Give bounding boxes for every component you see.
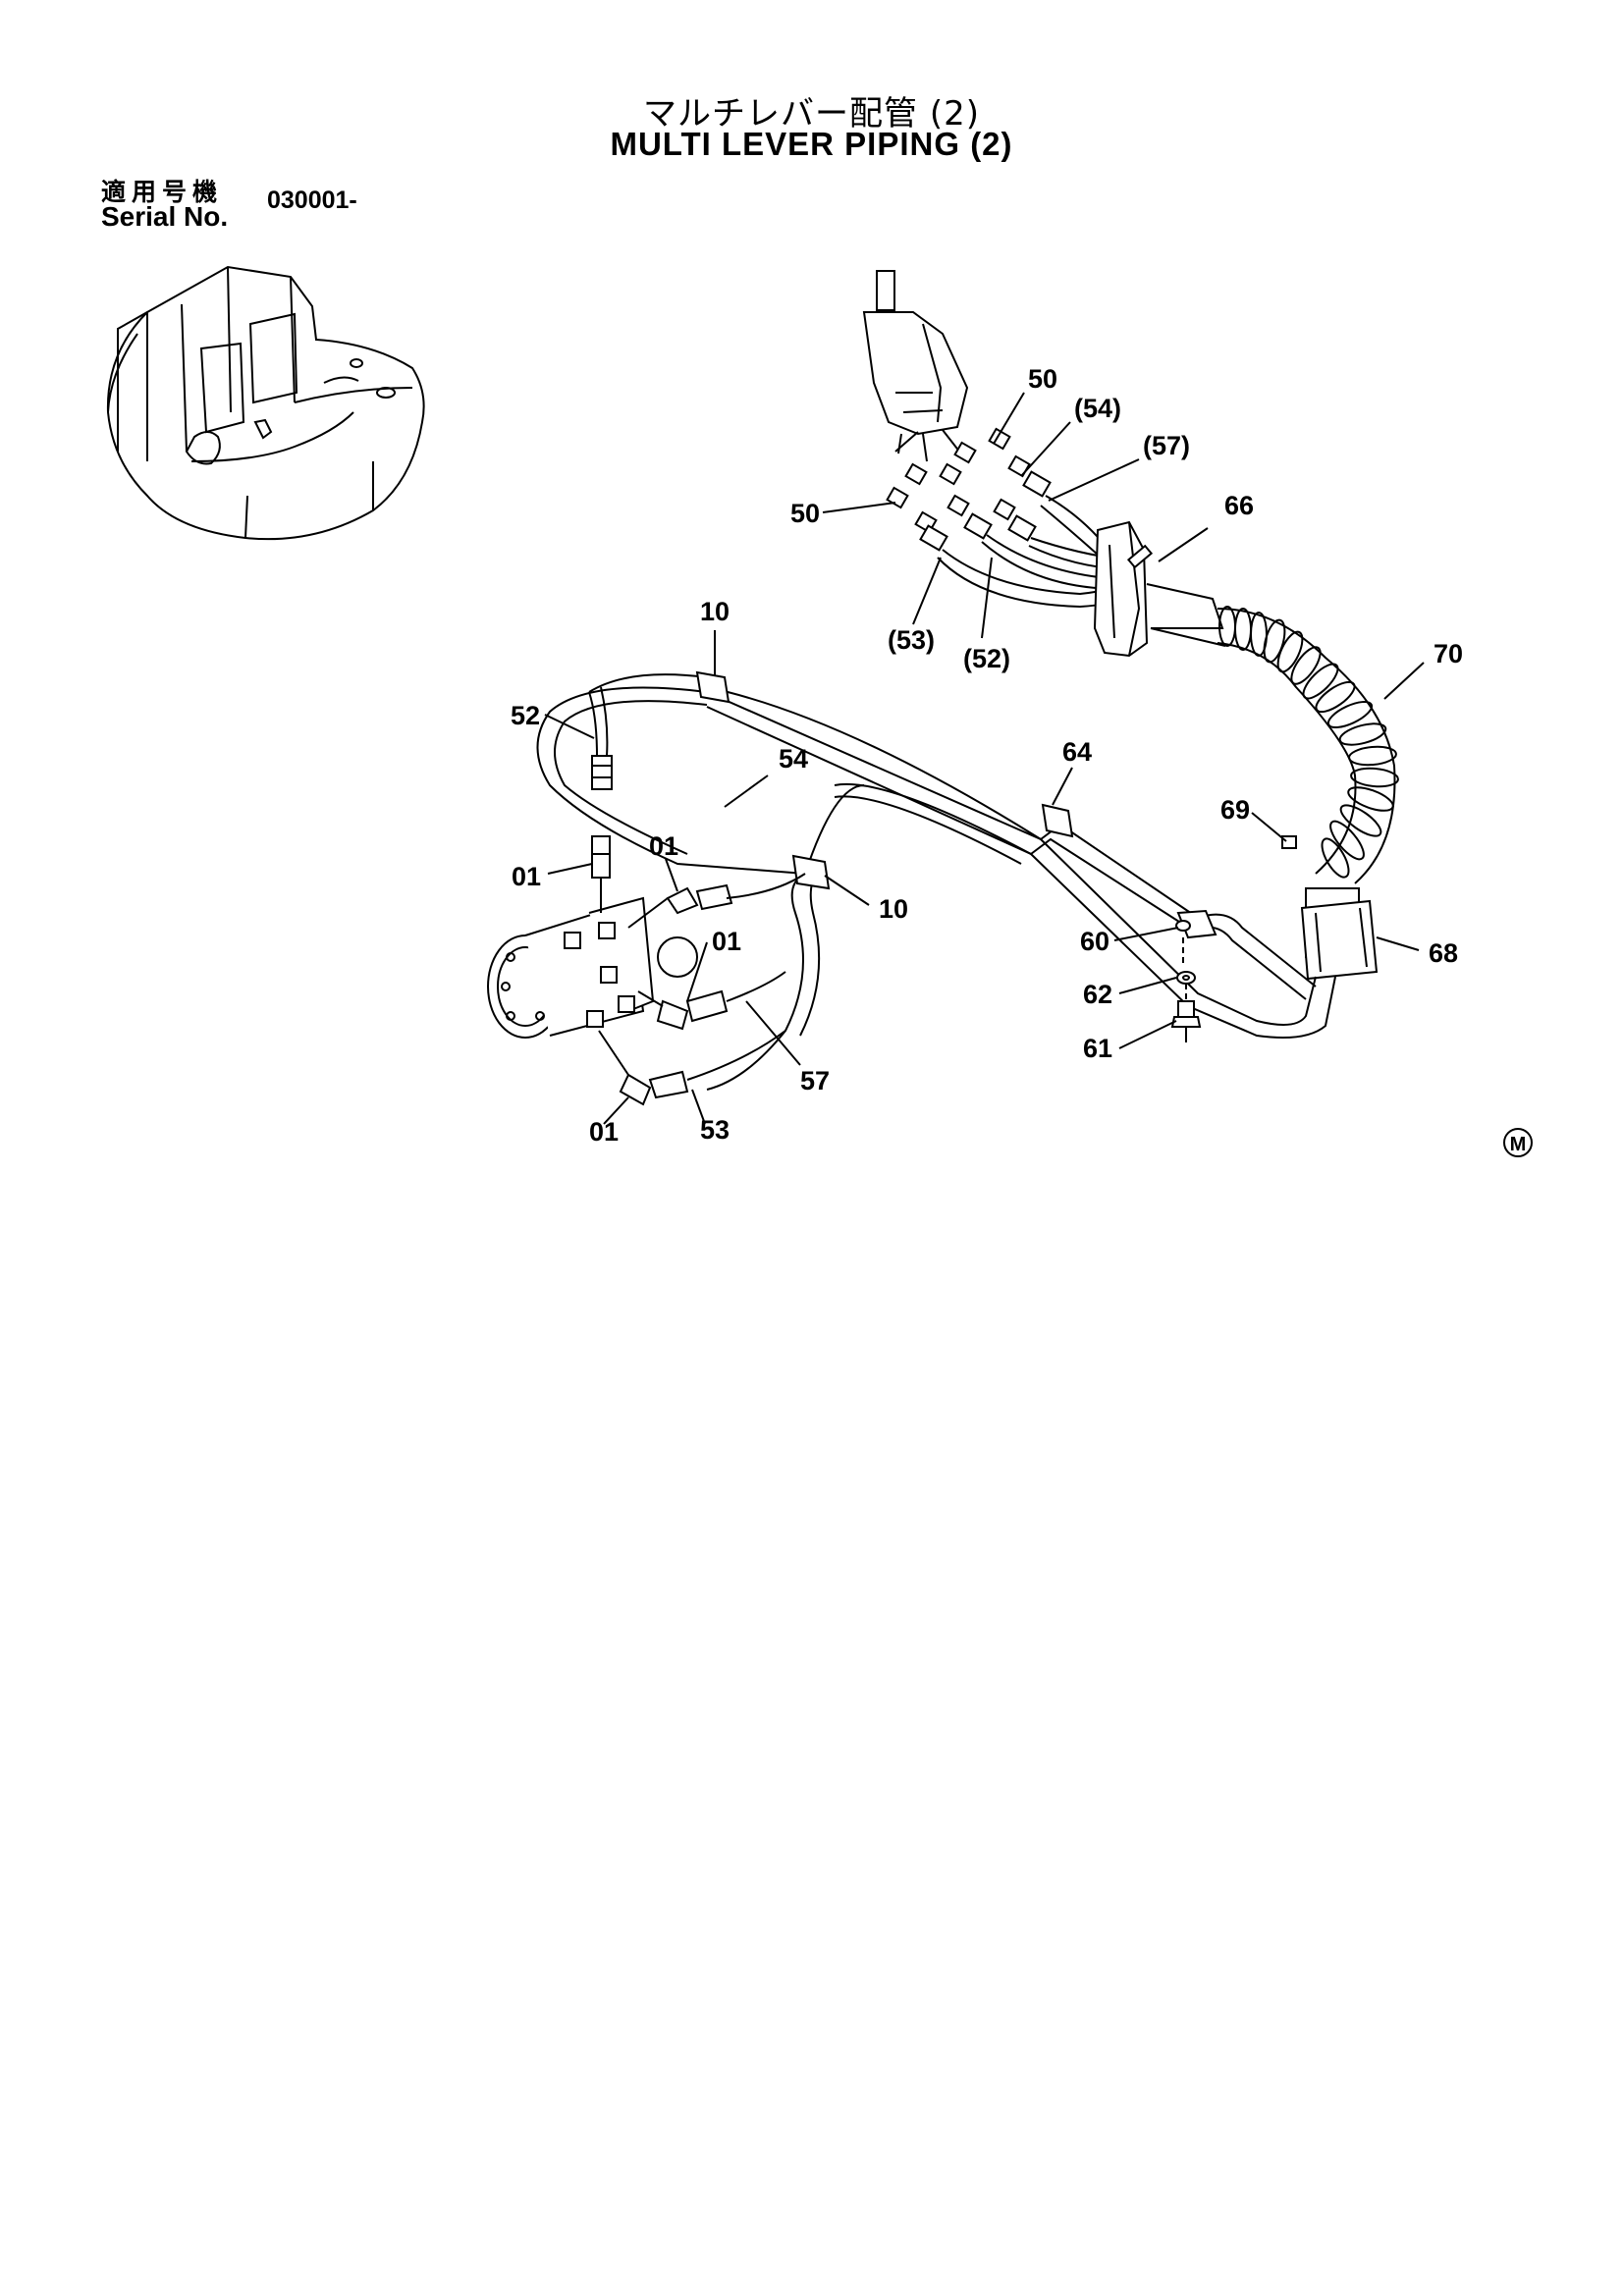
callout-01: 01 bbox=[712, 927, 741, 956]
callout-53: (53) bbox=[888, 625, 935, 655]
callout-54: 54 bbox=[779, 744, 808, 774]
elbow-fittings bbox=[591, 835, 806, 1106]
leader-lines bbox=[544, 392, 1425, 1125]
excavator-locator-thumbnail bbox=[106, 265, 425, 541]
callout-50: 50 bbox=[1028, 364, 1057, 394]
callout-68: 68 bbox=[1429, 938, 1458, 968]
hose-52 bbox=[588, 686, 613, 790]
callout-52: 52 bbox=[511, 701, 540, 730]
callout-10: 10 bbox=[879, 894, 908, 924]
clamps bbox=[695, 670, 1217, 939]
callout-61: 61 bbox=[1083, 1034, 1112, 1063]
serial-number: 030001- bbox=[267, 187, 357, 214]
svg-text:M: M bbox=[1510, 1134, 1527, 1155]
callout-53: 53 bbox=[700, 1115, 730, 1145]
callout-60: 60 bbox=[1080, 927, 1109, 956]
serial-label-japanese: 適用号機 bbox=[101, 178, 224, 206]
callout-labels: 50 (54) (57) 50 66 10 (53) (52) 70 52 54… bbox=[511, 364, 1463, 1147]
callout-52: (52) bbox=[963, 644, 1010, 673]
callout-57: (57) bbox=[1143, 431, 1190, 460]
callout-70: 70 bbox=[1434, 639, 1463, 668]
title-english: MULTI LEVER PIPING (2) bbox=[610, 126, 1013, 162]
callout-01: 01 bbox=[589, 1117, 619, 1147]
callout-64: 64 bbox=[1062, 737, 1092, 767]
callout-01: 01 bbox=[649, 831, 678, 861]
callout-01: 01 bbox=[512, 862, 541, 891]
callout-54: (54) bbox=[1074, 394, 1121, 423]
callout-57: 57 bbox=[800, 1066, 830, 1095]
bolt-washer bbox=[1170, 920, 1202, 1042]
callout-66: 66 bbox=[1224, 491, 1254, 520]
pipe-segment bbox=[1146, 583, 1226, 647]
callout-69: 69 bbox=[1220, 795, 1250, 825]
circled-m-mark: M bbox=[1503, 1128, 1533, 1157]
title-japanese: マルチレバー配管 (2) bbox=[643, 94, 980, 133]
pilot-valve bbox=[862, 270, 969, 462]
callout-50: 50 bbox=[790, 499, 820, 528]
serial-label: Serial No. bbox=[101, 201, 229, 232]
valve-fittings bbox=[886, 427, 1052, 552]
corrugated-tube bbox=[1217, 606, 1399, 884]
swivel-motor bbox=[487, 896, 698, 1039]
lower-grommet bbox=[1281, 835, 1379, 981]
callout-10: 10 bbox=[700, 597, 730, 626]
grommet bbox=[1093, 520, 1154, 658]
callout-62: 62 bbox=[1083, 980, 1112, 1009]
